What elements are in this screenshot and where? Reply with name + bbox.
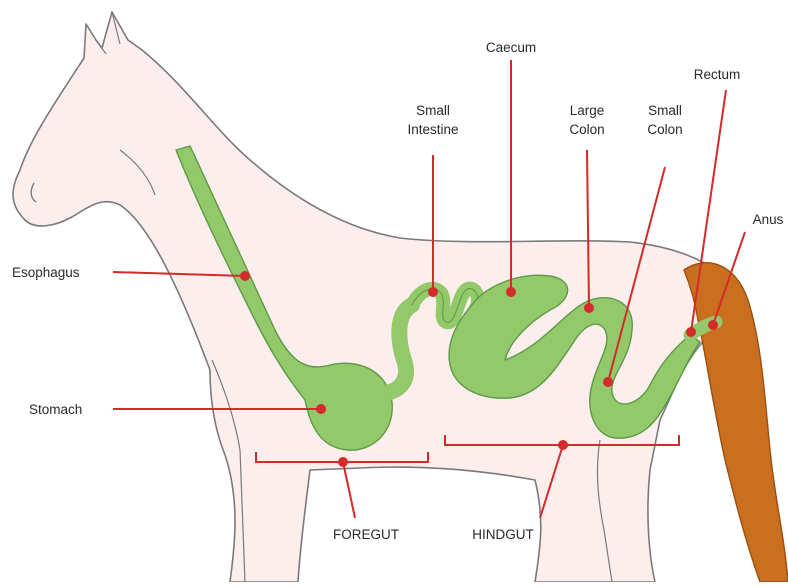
dot-anus bbox=[708, 320, 718, 330]
dot-large-colon bbox=[584, 303, 594, 313]
label-caecum: Caecum bbox=[486, 40, 536, 55]
tail bbox=[684, 263, 788, 582]
label-rectum: Rectum bbox=[694, 67, 741, 82]
label-small-colon-2: Colon bbox=[647, 122, 682, 137]
label-stomach: Stomach bbox=[29, 402, 82, 417]
label-foregut: FOREGUT bbox=[333, 527, 399, 542]
dot-esophagus bbox=[240, 271, 250, 281]
label-hindgut: HINDGUT bbox=[472, 527, 534, 542]
dot-caecum bbox=[506, 287, 516, 297]
label-large-colon-1: Large bbox=[570, 103, 605, 118]
label-small-intestine-2: Intestine bbox=[407, 122, 458, 137]
label-small-intestine-1: Small bbox=[416, 103, 450, 118]
dot-foregut bbox=[338, 457, 348, 467]
horse-body bbox=[13, 12, 720, 582]
dot-small-colon bbox=[603, 377, 613, 387]
leader-foregut bbox=[343, 462, 355, 518]
label-small-colon-1: Small bbox=[648, 103, 682, 118]
label-large-colon-2: Colon bbox=[569, 122, 604, 137]
dot-stomach bbox=[316, 404, 326, 414]
dot-hindgut bbox=[558, 440, 568, 450]
dot-small-intestine bbox=[428, 287, 438, 297]
dot-rectum bbox=[686, 327, 696, 337]
label-esophagus: Esophagus bbox=[12, 265, 80, 280]
label-anus: Anus bbox=[753, 212, 784, 227]
